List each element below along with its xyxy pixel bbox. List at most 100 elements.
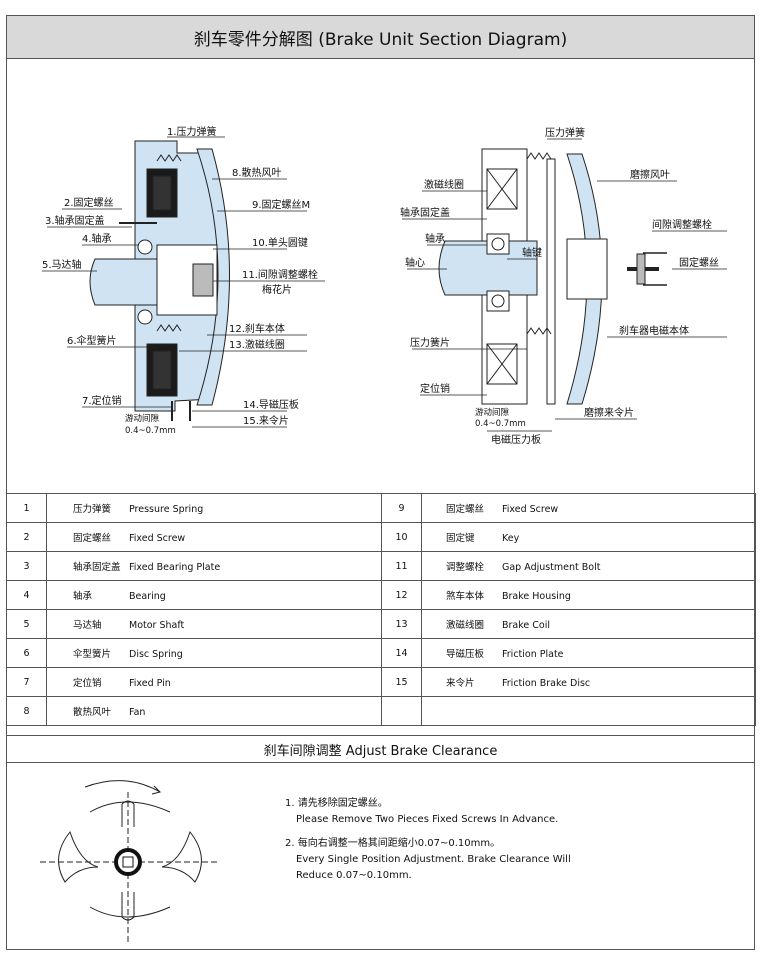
label-r-pressure-reed: 压力簧片 (410, 336, 450, 349)
label-r-fixed-screw: 固定螺丝 (679, 256, 719, 269)
part-number: 4 (6, 580, 47, 610)
part-name-en: Brake Coil (502, 620, 550, 631)
part-name-en: Fixed Pin (129, 678, 171, 689)
label-plum-plate: 梅花片 (262, 283, 292, 296)
part-description: 固定螺丝 Fixed Screw (46, 522, 382, 552)
label-floating-gap: 游动间隙 (125, 413, 160, 424)
label-r-coil: 激磁线圈 (424, 178, 464, 191)
label-fixed-pin: 7.定位销 (82, 394, 122, 407)
part-number: 1 (6, 493, 47, 523)
part-number (381, 696, 422, 726)
label-coil: 13.激磁线圈 (229, 338, 285, 351)
label-r-gap-range: 0.4~0.7mm (475, 419, 526, 429)
plum-plate-svg (40, 780, 220, 942)
part-number: 3 (6, 551, 47, 581)
label-r-shaft: 轴心 (405, 256, 425, 269)
part-name-cn: 压力弹簧 (73, 504, 112, 515)
part-number: 6 (6, 638, 47, 668)
part-description: 散热风叶 Fan (46, 696, 382, 726)
part-number: 13 (381, 609, 422, 639)
step-2-cn: 2. 每向右调整一格其间距缩小0.07~0.10mm。 (285, 838, 501, 849)
part-name-cn: 调整螺栓 (446, 562, 485, 573)
step-1-en: Please Remove Two Pieces Fixed Screws In… (296, 814, 559, 825)
part-number: 10 (381, 522, 422, 552)
table-row: 5 马达轴 Motor Shaft 13 激磁线圈 Brake Coil (6, 609, 756, 639)
part-name-en: Motor Shaft (129, 620, 185, 631)
part-description (421, 696, 756, 726)
label-gap-range: 0.4~0.7mm (125, 426, 176, 436)
part-number: 5 (6, 609, 47, 639)
part-name-en: Fan (129, 707, 146, 718)
left-leaders (42, 136, 325, 428)
part-name-en: Disc Spring (129, 649, 183, 660)
part-name-en: Friction Plate (502, 649, 564, 660)
adjust-section-title: 刹车间隙调整 Adjust Brake Clearance (6, 735, 755, 763)
left-brake-drawing (89, 140, 230, 421)
label-motor-shaft: 5.马达轴 (42, 258, 82, 271)
label-r-fixed-pin: 定位销 (420, 382, 450, 395)
part-name-cn: 固定螺丝 (446, 504, 485, 515)
part-name-en: Fixed Screw (129, 533, 186, 544)
part-name-cn: 固定键 (446, 533, 475, 544)
part-name-cn: 散热风叶 (73, 707, 112, 718)
right-labels: 压力弹簧 激磁线圈 轴承固定盖 轴承 轴心 轴键 磨擦风叶 间隙调整螺栓 固定螺… (400, 126, 719, 446)
label-friction-plate: 14.导磁压板 (243, 398, 299, 411)
part-name-cn: 定位销 (73, 678, 102, 689)
brake-section-svg: 1.压力弹簧 2.固定螺丝 3.轴承固定盖 4.轴承 5.马达轴 6.伞型簧片 … (42, 125, 727, 446)
label-disc-spring: 6.伞型簧片 (67, 334, 117, 347)
rotation-arrow (84, 780, 161, 793)
part-number: 7 (6, 667, 47, 697)
label-key: 10.单头圆键 (252, 236, 308, 249)
label-fan: 8.散热风叶 (232, 166, 282, 179)
part-name-cn: 激磁线圈 (446, 620, 485, 631)
step-2: 2. 每向右调整一格其间距缩小0.07~0.10mm。 Every Single… (285, 836, 571, 884)
step-2-en2: Reduce 0.07~0.10mm. (296, 870, 412, 881)
part-number: 2 (6, 522, 47, 552)
right-brake-drawing (438, 148, 667, 405)
part-name-cn: 导磁压板 (446, 649, 485, 660)
label-r-em-body: 刹车器电磁本体 (619, 324, 689, 337)
part-number: 15 (381, 667, 422, 697)
part-number: 11 (381, 551, 422, 581)
label-bearing-cover: 3.轴承固定盖 (45, 214, 105, 227)
label-r-bearing: 轴承 (425, 232, 445, 245)
label-r-floating-gap: 游动间隙 (475, 407, 510, 418)
part-number: 12 (381, 580, 422, 610)
label-r-friction-fan: 磨擦风叶 (630, 168, 670, 181)
part-name-cn: 轴承固定盖 (73, 562, 121, 573)
part-description: 定位销 Fixed Pin (46, 667, 382, 697)
part-name-en: Fixed Bearing Plate (129, 562, 221, 573)
label-fixed-screw-m: 9.固定螺丝M (252, 198, 310, 211)
label-r-friction-disc: 磨擦来令片 (584, 406, 634, 419)
page-title: 刹车零件分解图 (Brake Unit Section Diagram) (6, 15, 755, 59)
label-friction-disc: 15.来令片 (243, 414, 289, 427)
step-2-en: Every Single Position Adjustment. Brake … (296, 854, 571, 865)
label-r-bearing-cover: 轴承固定盖 (400, 206, 450, 219)
label-fixed-screw: 2.固定螺丝 (64, 196, 114, 209)
label-bearing: 4.轴承 (82, 232, 112, 245)
part-name-cn: 来令片 (446, 678, 475, 689)
label-r-pressure-spring: 压力弹簧 (545, 126, 585, 139)
part-name-en: Brake Housing (502, 591, 571, 602)
part-number: 8 (6, 696, 47, 726)
label-r-em-plate: 电磁压力板 (491, 433, 541, 446)
label-r-key: 轴键 (522, 246, 542, 259)
part-description: 马达轴 Motor Shaft (46, 609, 382, 639)
table-row: 8 散热风叶 Fan (6, 696, 756, 726)
section-diagrams: 1.压力弹簧 2.固定螺丝 3.轴承固定盖 4.轴承 5.马达轴 6.伞型簧片 … (7, 59, 754, 493)
right-leaders (402, 138, 727, 432)
part-name-cn: 马达轴 (73, 620, 102, 631)
part-name-cn: 固定螺丝 (73, 533, 112, 544)
part-number: 9 (381, 493, 422, 523)
